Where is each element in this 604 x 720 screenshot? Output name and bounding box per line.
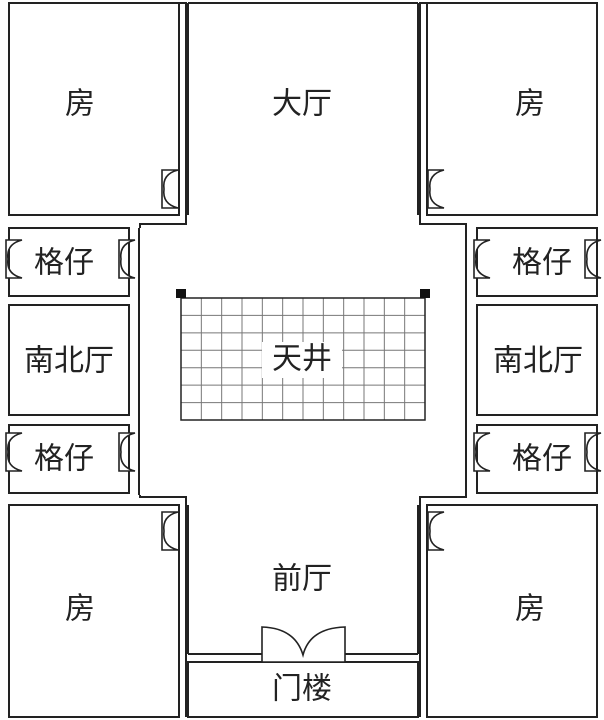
main-gate-door[interactable] (261, 626, 346, 663)
svg-text:格仔: 格仔 (34, 442, 94, 477)
svg-text:天井: 天井 (272, 342, 332, 377)
svg-text:房: 房 (515, 592, 545, 627)
room-top-right: 房 (419, 2, 598, 228)
svg-text:房: 房 (515, 87, 545, 122)
svg-text:房: 房 (65, 87, 95, 122)
door[interactable] (584, 239, 602, 279)
door[interactable] (427, 511, 445, 551)
door[interactable] (584, 432, 602, 472)
courtyard: 天井 (176, 289, 430, 421)
pillar-right (420, 289, 430, 298)
room-left-side-hall: 南北厅 (8, 304, 130, 416)
room-main-hall: 大厅 (187, 2, 419, 215)
door[interactable] (161, 169, 179, 209)
svg-text:南北厅: 南北厅 (493, 344, 583, 379)
door[interactable] (473, 239, 491, 279)
svg-text:南北厅: 南北厅 (24, 344, 114, 379)
door[interactable] (5, 432, 23, 472)
room-right-small-bottom: 格仔 (476, 424, 598, 494)
svg-text:格仔: 格仔 (512, 442, 572, 477)
door[interactable] (473, 432, 491, 472)
door[interactable] (118, 432, 136, 472)
room-left-small-top: 格仔 (8, 227, 130, 297)
svg-text:门楼: 门楼 (272, 672, 332, 707)
door[interactable] (118, 239, 136, 279)
room-front-hall: 前厅 (187, 505, 419, 655)
svg-text:格仔: 格仔 (512, 246, 572, 281)
room-top-left: 房 (8, 2, 187, 228)
door[interactable] (427, 169, 445, 209)
room-left-small-bottom: 格仔 (8, 424, 130, 494)
door[interactable] (5, 239, 23, 279)
svg-text:房: 房 (65, 592, 95, 627)
pillar-left (176, 289, 186, 298)
room-bottom-right: 房 (419, 495, 598, 718)
svg-text:大厅: 大厅 (272, 87, 332, 122)
svg-text:格仔: 格仔 (34, 246, 94, 281)
room-bottom-left: 房 (8, 495, 187, 718)
room-gatehouse: 门楼 (187, 661, 419, 718)
door[interactable] (161, 511, 179, 551)
room-right-small-top: 格仔 (476, 227, 598, 297)
room-right-side-hall: 南北厅 (476, 304, 598, 416)
svg-text:前厅: 前厅 (272, 562, 332, 597)
